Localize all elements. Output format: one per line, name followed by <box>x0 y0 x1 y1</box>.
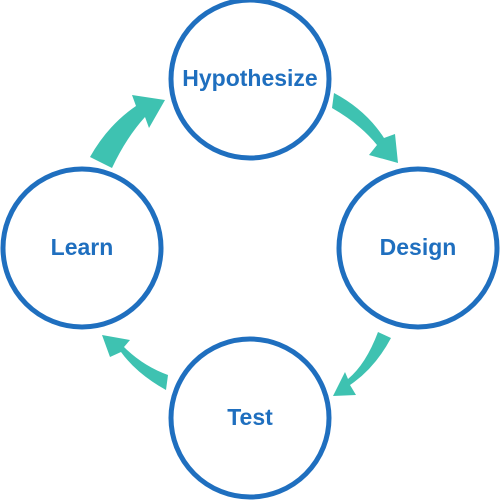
arrows-group <box>90 93 398 396</box>
node-learn-circle <box>0 166 164 330</box>
arrow-design-to-test <box>333 332 391 396</box>
node-test-label: Test <box>227 404 273 430</box>
node-design: Design <box>336 166 500 330</box>
node-hypothesize-label: Hypothesize <box>182 65 317 91</box>
node-design-circle <box>336 166 500 330</box>
node-learn-label: Learn <box>51 234 114 260</box>
arrow-learn-to-hypothesize <box>90 95 165 168</box>
node-hypothesize: Hypothesize <box>168 0 332 161</box>
node-learn: Learn <box>0 166 164 330</box>
node-hypothesize-circle <box>168 0 332 161</box>
node-design-label: Design <box>380 234 457 260</box>
arrow-test-to-learn <box>102 335 168 390</box>
node-test: Test <box>168 336 332 500</box>
arrow-hypothesize-to-design <box>332 93 398 163</box>
node-test-circle <box>168 336 332 500</box>
